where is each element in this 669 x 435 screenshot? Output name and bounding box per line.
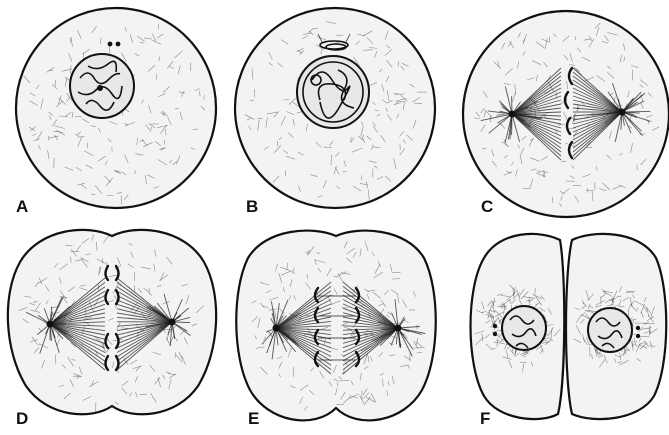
panel-label-a: A	[16, 197, 28, 216]
cell-e-membrane	[236, 231, 436, 421]
pole-left-c	[509, 111, 516, 118]
panel-a: A	[16, 8, 216, 216]
panel-b: B	[235, 8, 435, 216]
cell-c-membrane	[463, 11, 669, 217]
pole-left-d	[47, 321, 54, 328]
pole-right-d	[169, 319, 176, 326]
panel-f: F	[471, 234, 667, 428]
pole-right-c	[619, 109, 626, 116]
panel-label-f: F	[480, 409, 490, 428]
panel-label-d: D	[16, 409, 28, 428]
panel-d: D	[8, 230, 216, 428]
nucleus-f-right	[588, 308, 632, 352]
panel-c: C	[463, 11, 669, 217]
pole-right-e	[395, 325, 402, 332]
panel-e: E	[236, 231, 436, 428]
panel-label-c: C	[481, 197, 493, 216]
panel-label-b: B	[246, 197, 258, 216]
nucleus-b	[297, 56, 369, 128]
pole-left-e	[273, 325, 280, 332]
nucleolus-a	[97, 85, 103, 91]
panel-label-e: E	[248, 409, 259, 428]
